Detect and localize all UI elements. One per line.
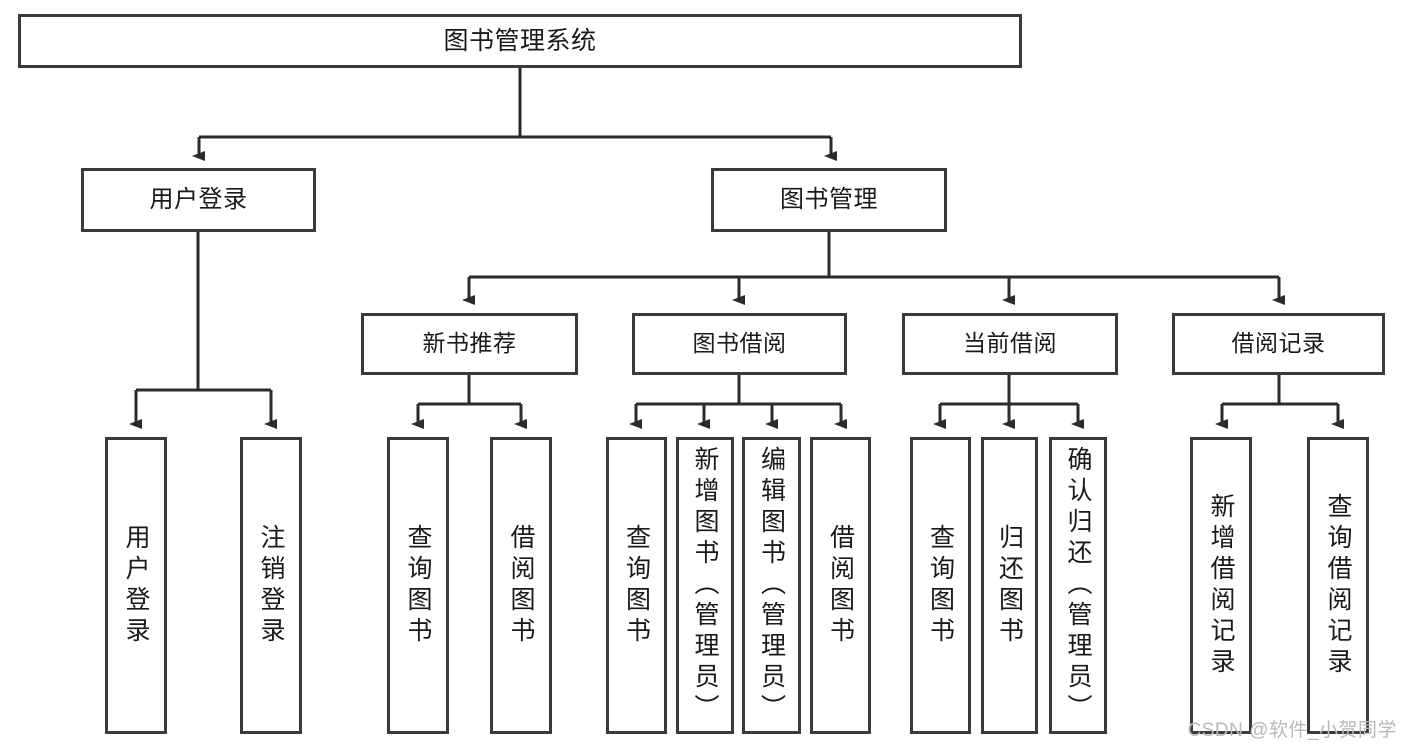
node-label: 新增借阅记录 [1207,492,1235,679]
node-label: 确认归还（管理员） [1064,446,1092,725]
node-label: 注销登录 [257,523,285,648]
leaf-borrow-query-book[interactable]: 查询图书 [606,437,667,734]
node-borrow-record[interactable]: 借阅记录 [1172,313,1385,375]
node-label: 归还图书 [995,523,1024,648]
node-label: 新书推荐 [422,330,517,357]
node-user-login[interactable]: 用户登录 [81,168,316,232]
node-label: 查询图书 [926,523,955,648]
node-label: 编辑图书（管理员） [757,446,786,725]
node-label: 图书管理 [780,185,878,213]
leaf-new-book-query[interactable]: 查询图书 [387,437,449,734]
node-label: 图书管理系统 [443,27,597,55]
leaf-user-login-login[interactable]: 用户登录 [105,437,167,734]
leaf-new-book-borrow[interactable]: 借阅图书 [490,437,552,734]
node-label: 查询借阅记录 [1324,492,1352,679]
node-label: 查询图书 [622,523,651,648]
node-current-borrow[interactable]: 当前借阅 [902,313,1118,375]
node-label: 查询图书 [404,523,432,648]
leaf-borrow-edit-book-admin[interactable]: 编辑图书（管理员） [742,437,801,734]
leaf-current-return-book[interactable]: 归还图书 [981,437,1038,734]
node-label: 借阅图书 [826,523,855,648]
leaf-borrow-add-book-admin[interactable]: 新增图书（管理员） [676,437,734,734]
node-label: 借阅图书 [507,523,535,648]
node-book-management[interactable]: 图书管理 [711,168,947,232]
node-label: 新增图书（管理员） [691,446,719,725]
node-label: 用户登录 [149,185,248,213]
node-new-book-recommend[interactable]: 新书推荐 [361,313,578,375]
node-label: 借阅记录 [1231,330,1326,357]
node-book-borrow[interactable]: 图书借阅 [632,313,847,375]
node-label: 图书借阅 [692,330,787,357]
leaf-borrow-borrow-book[interactable]: 借阅图书 [810,437,871,734]
node-label: 当前借阅 [963,330,1057,357]
node-root-system[interactable]: 图书管理系统 [18,14,1022,68]
csdn-watermark: CSDN @软件_小贺同学 [1187,720,1397,741]
leaf-current-query-book[interactable]: 查询图书 [910,437,971,734]
leaf-record-add-record[interactable]: 新增借阅记录 [1190,437,1252,734]
leaf-current-confirm-return-admin[interactable]: 确认归还（管理员） [1049,437,1107,734]
leaf-user-login-logout[interactable]: 注销登录 [240,437,302,734]
node-label: 用户登录 [122,523,150,648]
leaf-record-query-record[interactable]: 查询借阅记录 [1307,437,1369,734]
